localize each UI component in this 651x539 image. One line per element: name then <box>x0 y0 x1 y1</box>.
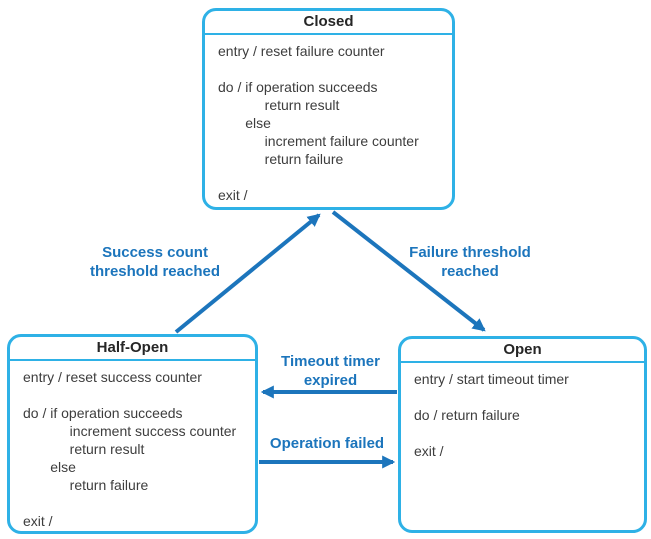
state-closed: Closed entry / reset failure counter do … <box>202 8 455 210</box>
transition-label-failure-threshold: Failure threshold reached <box>409 244 531 280</box>
state-closed-body: entry / reset failure counter do / if op… <box>218 43 419 203</box>
state-open-body: entry / start timeout timer do / return … <box>414 371 569 459</box>
state-half-open-title: Half-Open <box>10 337 255 361</box>
state-open: Open entry / start timeout timer do / re… <box>398 336 647 533</box>
transition-label-operation-failed: Operation failed <box>269 435 385 452</box>
state-half-open: Half-Open entry / reset success counter … <box>7 334 258 534</box>
state-half-open-body: entry / reset success counter do / if op… <box>23 369 237 529</box>
state-closed-title: Closed <box>205 11 452 35</box>
state-open-title: Open <box>401 339 644 363</box>
transition-label-success-count: Success count threshold reached <box>89 244 221 280</box>
transition-label-timeout-expired: Timeout timer expired <box>281 353 380 389</box>
